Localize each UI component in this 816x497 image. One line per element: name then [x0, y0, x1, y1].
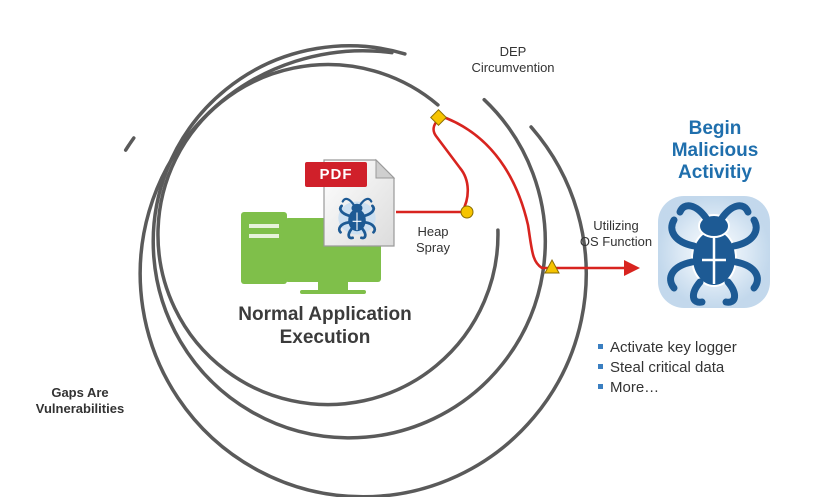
inner-ring [156, 62, 500, 407]
document-bug-icon [337, 197, 377, 240]
heap-spray-label: Heap Spray [416, 224, 450, 255]
desktop-computer-icon [241, 212, 381, 294]
list-item: Steal critical data [598, 358, 737, 378]
pdf-badge: PDF [305, 162, 367, 187]
begin-malicious-activity-title: Begin Malicious Activitiy [671, 118, 759, 183]
normal-application-execution-label: Normal Application Execution [238, 304, 412, 348]
exploit-path-line [396, 116, 628, 270]
utilizing-os-function-label: Utilizing OS Function [579, 218, 653, 249]
exploit-path [396, 116, 640, 276]
middle-ring [151, 44, 547, 440]
diamond-marker-icon [430, 109, 447, 126]
bullet-icon [598, 344, 603, 349]
exploit-arrowhead [624, 260, 640, 276]
malware-bug-icon [658, 196, 770, 308]
bullet-icon [598, 364, 603, 369]
dep-circumvention-label: DEP Circumvention [471, 44, 555, 75]
malicious-actions-list: Activate key logger Steal critical data … [598, 338, 737, 398]
outer-ring-gap-segment [123, 136, 136, 152]
list-item: More… [598, 378, 737, 398]
vulnerability-rings [123, 44, 588, 497]
triangle-marker-icon [544, 258, 560, 274]
bullet-icon [598, 384, 603, 389]
circle-marker-icon [460, 205, 474, 219]
pdf-badge-label: PDF [319, 166, 353, 183]
gaps-are-vulnerabilities-label: Gaps Are Vulnerabilities [35, 385, 125, 416]
list-item: Activate key logger [598, 338, 737, 358]
